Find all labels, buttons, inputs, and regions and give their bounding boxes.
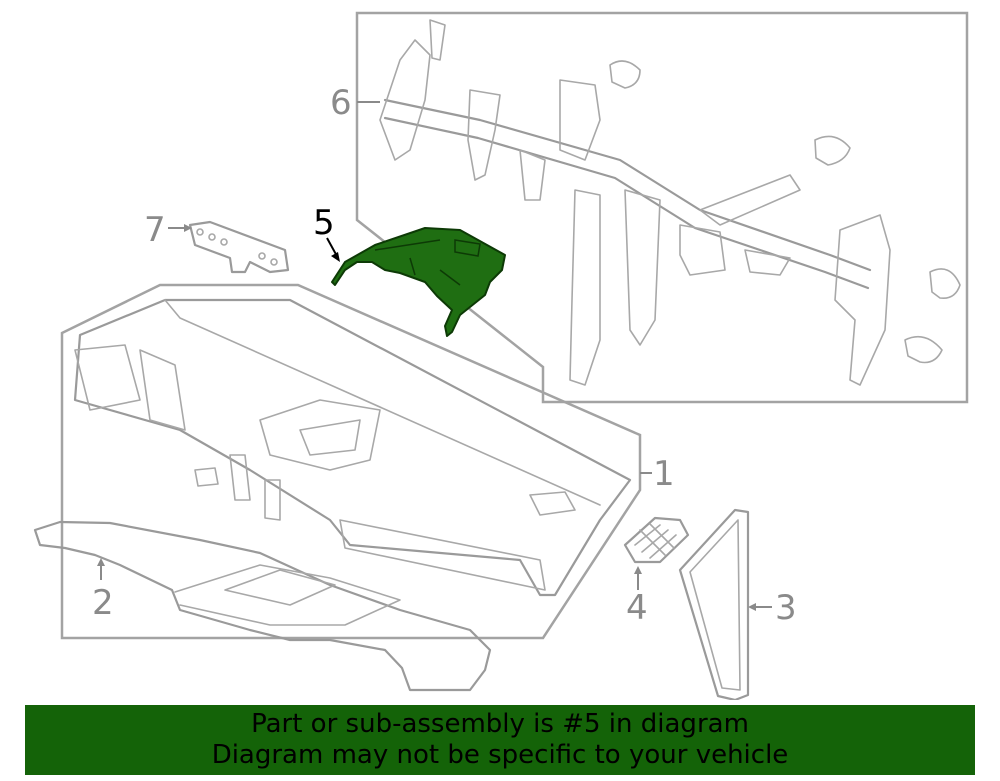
callout-6: 6 — [330, 83, 352, 123]
leader-5-arrow — [331, 252, 340, 262]
leader-3-arrow — [748, 603, 756, 611]
part-2-lower-cover — [33, 520, 492, 692]
callout-5: 5 — [313, 203, 335, 243]
part-5-shape — [331, 227, 506, 337]
info-banner: Part or sub-assembly is #5 in diagram Di… — [25, 705, 975, 775]
callout-3: 3 — [775, 588, 797, 628]
callout-1: 1 — [653, 454, 675, 494]
leader-4-arrow — [634, 566, 642, 574]
leader-2-arrow — [97, 558, 105, 566]
banner-line-1: Part or sub-assembly is #5 in diagram — [251, 709, 749, 739]
part-3-side-panel — [678, 508, 750, 700]
banner-line-2: Diagram may not be specific to your vehi… — [211, 740, 789, 770]
part-5-detail — [374, 239, 481, 286]
leader-7-arrow — [184, 224, 192, 232]
part-5-upper-cover-highlighted — [331, 227, 506, 337]
part-7-bracket — [188, 220, 290, 274]
part-1-frame — [60, 283, 642, 640]
callout-2: 2 — [92, 583, 114, 623]
part-1-instrument-panel — [73, 298, 632, 597]
callout-7: 7 — [144, 210, 166, 250]
part-4-vent-grille — [623, 516, 690, 564]
parts-diagram: 6 7 5 1 2 4 3 — [33, 11, 969, 700]
part-6-steering-hanger-beam — [379, 19, 961, 386]
callout-4: 4 — [626, 588, 648, 628]
part-6-frame — [355, 11, 969, 404]
